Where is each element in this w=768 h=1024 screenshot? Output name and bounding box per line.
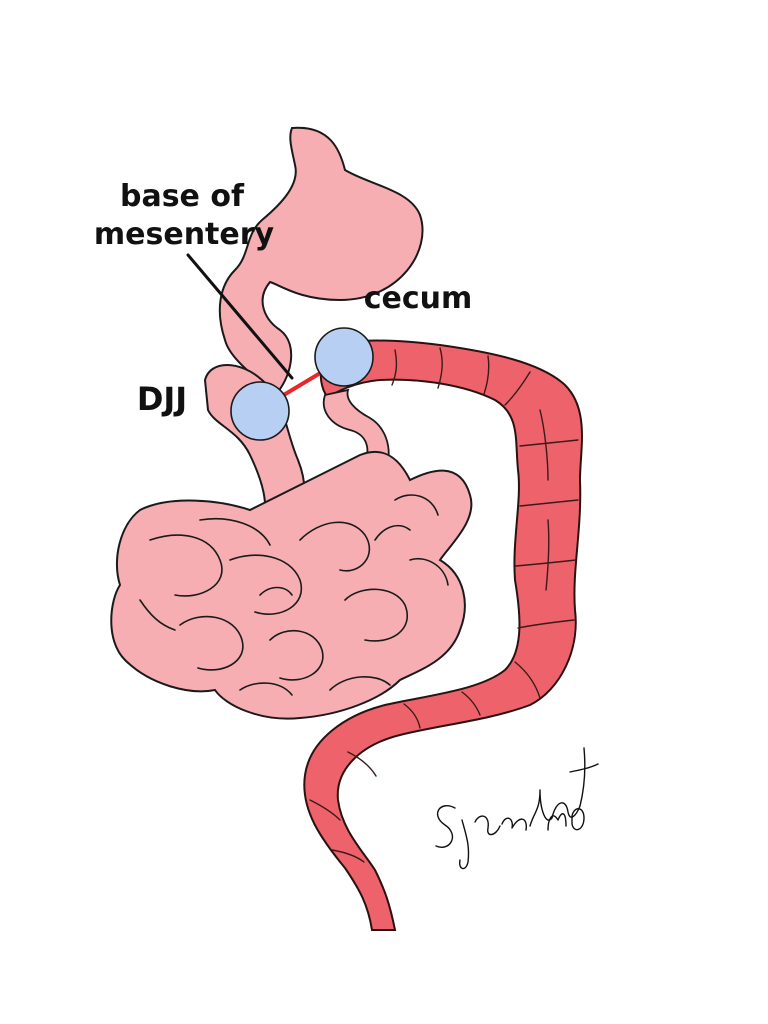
colon-body: [303, 339, 583, 931]
stomach-duodenum: [218, 126, 424, 397]
label-cecum: cecum: [364, 281, 473, 316]
artist-signature: [435, 747, 599, 870]
label-base-of-mesentery-line1: base of: [120, 179, 245, 214]
djj-marker: [230, 381, 290, 441]
cecum-marker: [314, 327, 374, 387]
label-djj: DJJ: [137, 380, 187, 418]
small-bowel: [110, 126, 473, 720]
colon: [303, 339, 583, 931]
small-bowel-loops: [110, 450, 473, 720]
mesentery-pointer-line: [186, 253, 294, 380]
label-base-of-mesentery-line2: mesentery: [94, 217, 275, 252]
